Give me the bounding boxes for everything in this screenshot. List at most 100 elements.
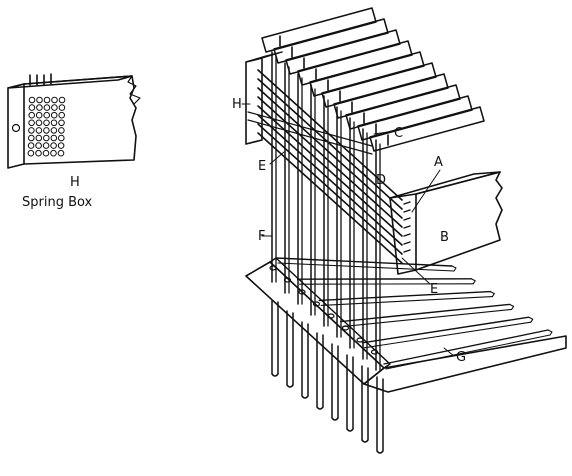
label-f: F xyxy=(258,229,265,244)
spring-hole xyxy=(35,142,42,149)
spring-hole xyxy=(43,111,51,119)
grate-eyelet xyxy=(341,325,350,331)
needle-wire xyxy=(257,87,403,219)
grate-slat-end xyxy=(528,316,534,323)
needle-wire xyxy=(257,78,403,210)
spring-hole xyxy=(50,127,58,134)
spring-hole xyxy=(50,149,57,157)
knife-blade xyxy=(261,7,377,53)
spring-box-hole xyxy=(11,123,21,133)
grate-slat-edge xyxy=(277,262,455,272)
spring-hole xyxy=(35,119,43,127)
grate-slat xyxy=(383,329,549,365)
leader-g xyxy=(443,347,455,357)
spring-hole xyxy=(58,96,66,104)
spring-box-torn-edge xyxy=(127,75,141,105)
knife-blade xyxy=(357,95,473,141)
heald-prong xyxy=(331,343,339,421)
spring-hole xyxy=(35,134,43,142)
label-c: C xyxy=(394,126,403,141)
label-d: D xyxy=(376,173,386,188)
label-g: G xyxy=(456,350,466,365)
spring-box-caption: Spring Box xyxy=(22,195,93,210)
heald-prong xyxy=(301,321,309,399)
grate-slat xyxy=(361,316,530,344)
spring-hole xyxy=(50,142,57,149)
grate-eyelet xyxy=(298,289,306,295)
spring-hole xyxy=(36,96,43,104)
spring-hole xyxy=(58,104,66,111)
grate-slat-end xyxy=(489,291,495,298)
spring-hole xyxy=(28,111,36,119)
spring-hole xyxy=(50,119,58,127)
needle-board-hatching xyxy=(403,201,411,253)
vertical-hooks xyxy=(271,51,384,454)
spring-hole xyxy=(28,127,35,134)
needle-wire xyxy=(257,96,403,228)
label-h: H xyxy=(232,97,242,112)
grate-eyelet xyxy=(312,301,321,307)
knife-blade xyxy=(369,106,485,152)
grate-eyelet xyxy=(283,277,292,283)
spring-hole xyxy=(43,104,51,111)
spring-hole xyxy=(50,134,58,142)
spring-hole xyxy=(51,104,58,111)
grate-slat-end xyxy=(509,303,515,310)
spring-hole xyxy=(58,134,65,142)
spring-hole xyxy=(42,142,50,149)
label-e-lower: E xyxy=(430,282,438,297)
spring-hole xyxy=(58,119,65,127)
heald-prong xyxy=(316,332,324,410)
needle-board-b xyxy=(389,169,503,285)
spring-hole xyxy=(35,127,43,134)
grate-slat-edge xyxy=(385,334,551,370)
leader-c xyxy=(373,131,389,135)
spring-hole xyxy=(43,96,51,104)
spring-hole xyxy=(42,149,50,157)
leader-e-upper xyxy=(269,151,285,165)
grate-slat-end xyxy=(547,329,553,336)
grate-slat-edge xyxy=(342,308,513,328)
leader-d xyxy=(361,171,373,183)
heald-prong xyxy=(361,365,369,443)
spring-box-side-face xyxy=(23,75,137,165)
spring-box-h xyxy=(245,51,283,145)
needle-board-face xyxy=(389,193,417,275)
jacquard-main-assembly: H C A E D B F E G xyxy=(232,7,567,454)
grate-slat-edge xyxy=(363,321,532,349)
leader-e-lower xyxy=(401,257,431,285)
grate-eyelet xyxy=(269,265,277,271)
knife-blade xyxy=(297,40,413,86)
needle-wire xyxy=(257,105,403,237)
spring-hole xyxy=(43,134,50,142)
inset-label-h: H xyxy=(70,175,80,190)
needle-wire xyxy=(257,114,403,246)
spring-hole xyxy=(28,119,35,127)
grate-slat xyxy=(275,257,453,267)
spring-box-h-top xyxy=(245,51,283,63)
label-b: B xyxy=(440,230,449,245)
needle-board-side xyxy=(415,171,503,271)
spring-hole-grid xyxy=(27,96,66,157)
spring-hole xyxy=(35,111,43,119)
spring-box-front-face xyxy=(7,83,25,169)
spring-hole xyxy=(57,149,65,157)
grate-left-rail-top xyxy=(269,257,391,369)
spring-hole xyxy=(35,149,42,157)
knife-blade xyxy=(309,51,425,97)
spring-hole xyxy=(27,149,35,157)
knife-blade xyxy=(273,18,389,64)
grate-eyelet xyxy=(356,337,364,343)
grate-eyelet xyxy=(370,349,379,355)
grate-eyelet xyxy=(327,313,335,319)
spring-hole xyxy=(50,111,58,119)
grate-slat-end xyxy=(470,278,476,285)
needle-cross-rod xyxy=(247,111,373,147)
spring-box-inset: H Spring Box xyxy=(7,73,141,210)
knife-blade xyxy=(321,62,437,108)
grate-slat-edge xyxy=(320,296,493,306)
spring-hole xyxy=(58,111,66,119)
needle-wires xyxy=(247,69,403,264)
